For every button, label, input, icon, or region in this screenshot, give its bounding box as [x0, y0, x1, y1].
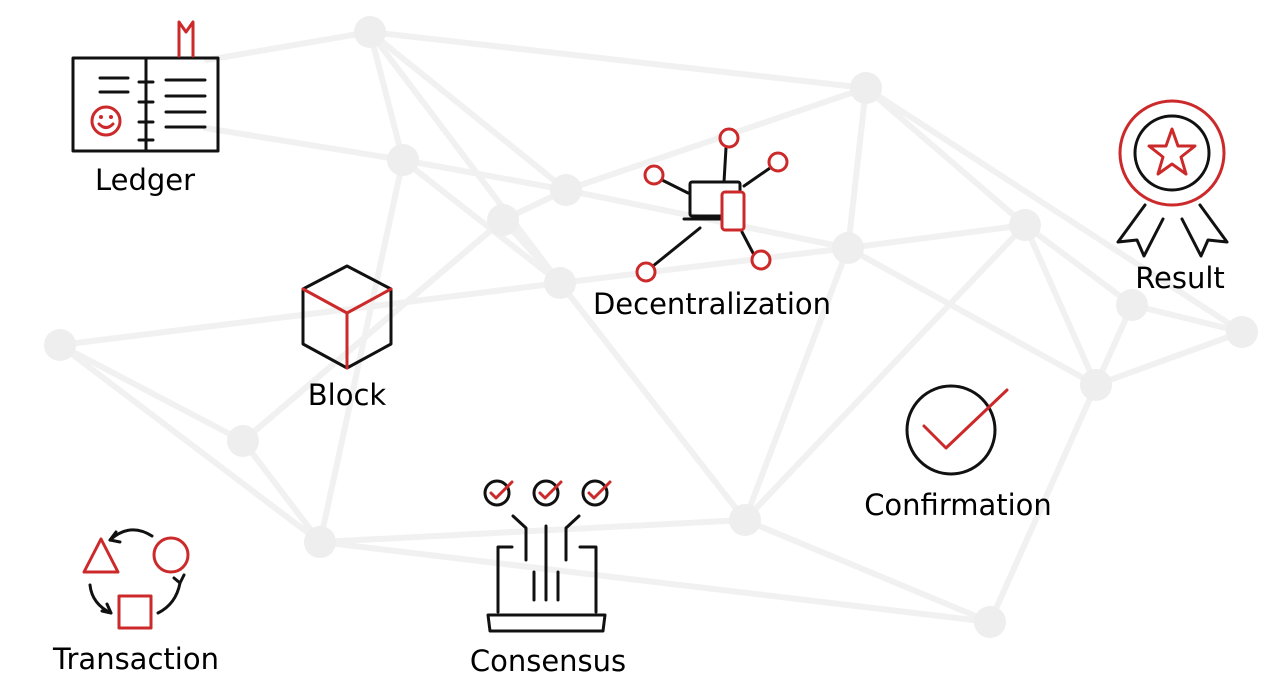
concept-label-result: Result — [1135, 261, 1225, 295]
network-node — [387, 144, 419, 176]
network-node — [1009, 209, 1041, 241]
network-link — [204, 29, 373, 63]
concept-label-consensus: Consensus — [470, 644, 626, 678]
network-link — [1129, 302, 1245, 335]
network-node — [487, 204, 519, 236]
network-node — [974, 606, 1006, 638]
network-link — [240, 438, 323, 545]
network-link — [367, 29, 869, 91]
network-node — [550, 174, 582, 206]
network-node — [1226, 316, 1258, 348]
network-link — [317, 157, 406, 545]
network-link — [987, 382, 1099, 625]
network-link — [317, 539, 993, 625]
connected-devices-icon — [635, 127, 789, 283]
network-node — [44, 329, 76, 361]
network-link — [845, 85, 869, 251]
network-link — [367, 29, 406, 163]
concept-label-ledger: Ledger — [95, 163, 195, 197]
network-link — [367, 29, 569, 193]
network-link — [742, 245, 851, 523]
network-link — [57, 342, 246, 444]
network-node — [832, 232, 864, 264]
network-link — [57, 280, 563, 348]
network-node — [1080, 369, 1112, 401]
award-ribbon-star-icon — [1116, 99, 1229, 258]
network-link — [845, 222, 1028, 251]
network-node — [1116, 289, 1148, 321]
network-link — [557, 280, 748, 523]
network-link — [400, 157, 569, 193]
network-link — [863, 85, 1028, 228]
network-link — [400, 157, 563, 286]
network-link — [863, 85, 1245, 335]
network-link — [240, 217, 506, 444]
network-node — [354, 16, 386, 48]
network-link — [557, 245, 851, 286]
cube-block-icon — [301, 264, 393, 370]
open-ledger-book-icon — [71, 20, 220, 153]
network-link — [317, 517, 748, 545]
concept-label-decentralization: Decentralization — [593, 287, 831, 321]
network-link — [742, 222, 1028, 523]
network-link — [1093, 329, 1245, 388]
checkmark-circle-icon — [905, 384, 1009, 476]
network-link — [367, 29, 563, 286]
shapes-cycle-icon — [82, 528, 190, 630]
network-link — [845, 245, 1099, 388]
concept-label-transaction: Transaction — [52, 642, 219, 676]
concept-label-confirmation: Confirmation — [864, 488, 1052, 522]
network-link — [742, 517, 993, 625]
network-node — [544, 267, 576, 299]
background-network — [44, 16, 1258, 638]
network-node — [729, 504, 761, 536]
network-link — [563, 85, 869, 193]
network-node — [227, 425, 259, 457]
network-node — [304, 526, 336, 558]
network-link — [202, 125, 406, 163]
network-node — [850, 72, 882, 104]
network-link — [1022, 222, 1135, 308]
network-link — [1022, 222, 1099, 388]
consensus-laptop-checks-icon — [483, 479, 612, 633]
concept-label-block: Block — [308, 378, 387, 412]
network-link — [57, 342, 323, 545]
